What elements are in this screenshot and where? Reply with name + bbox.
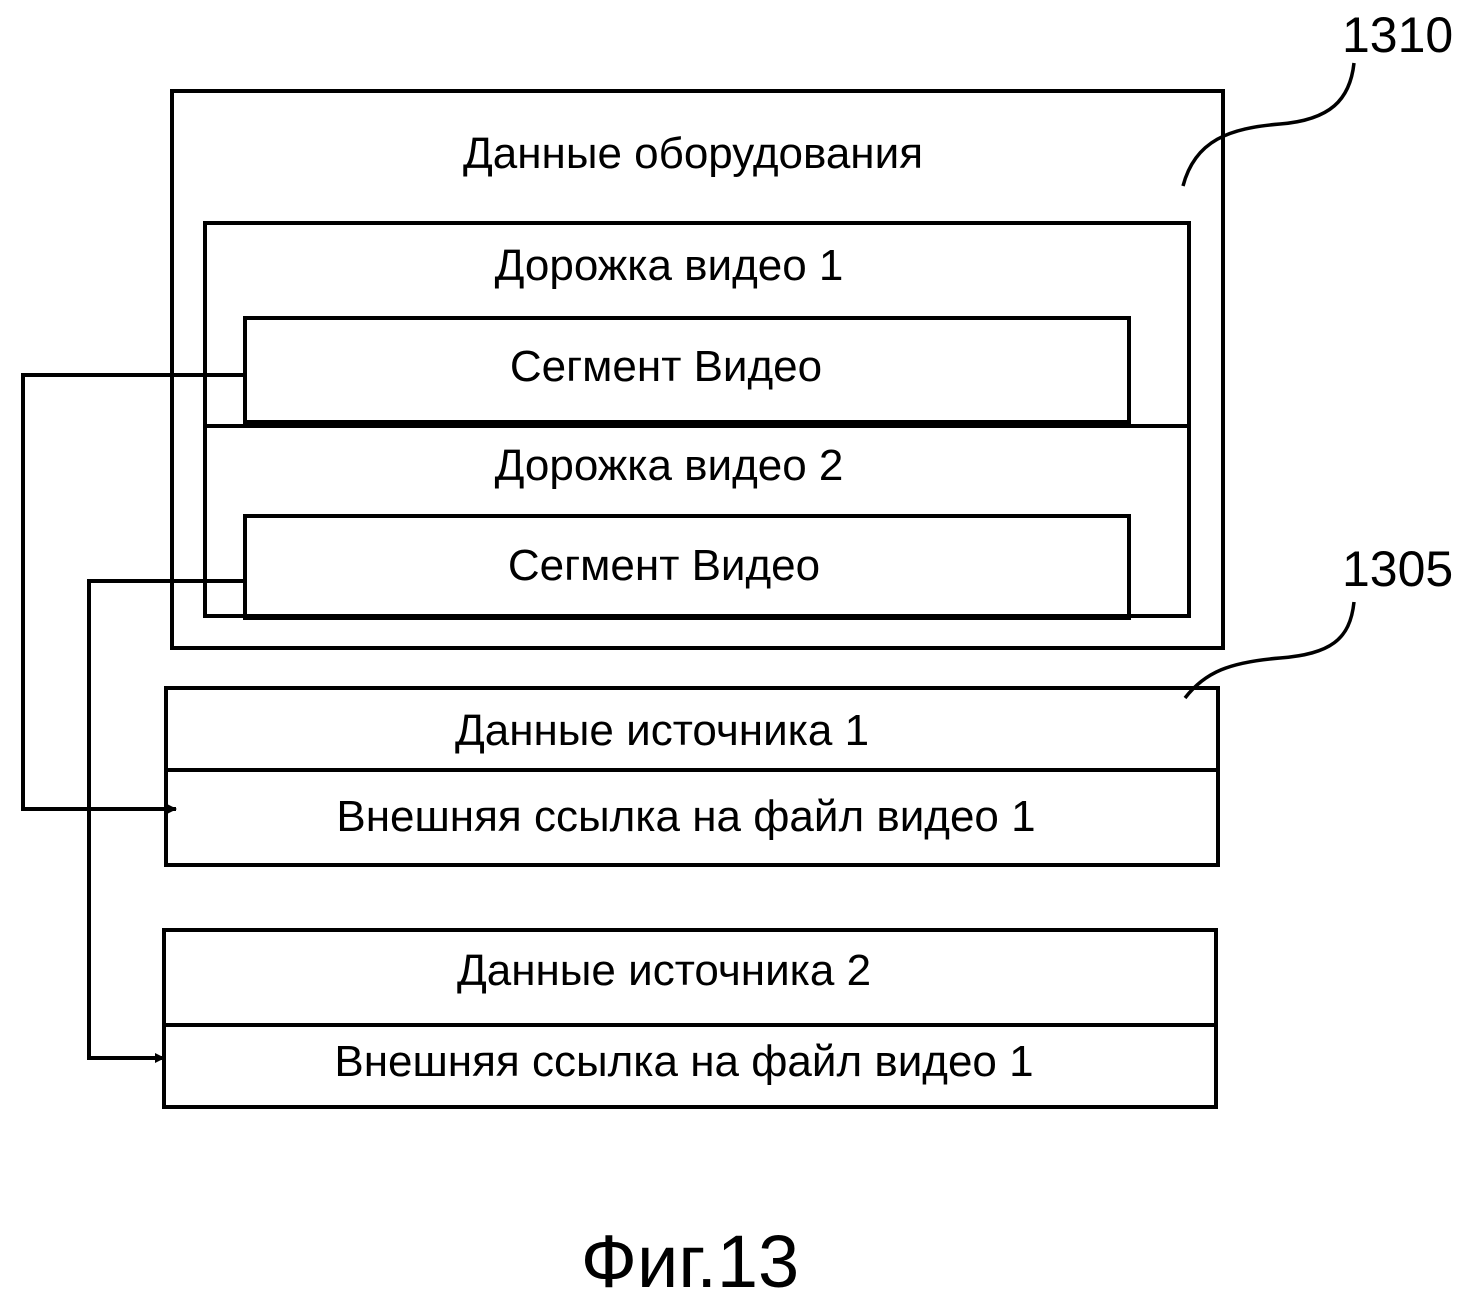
- source-data-1-title: Данные источника 1: [455, 706, 869, 755]
- video-track-2-title: Дорожка видео 2: [495, 441, 844, 490]
- video-track-1: Дорожка видео 1 Сегмент Видео: [203, 221, 1191, 428]
- source-data-1-link: Внешняя ссылка на файл видео 1: [336, 792, 1035, 841]
- video-segment-1: [243, 316, 1131, 424]
- reference-leader-1310: [1181, 62, 1356, 187]
- video-segment-2-label: Сегмент Видео: [508, 541, 820, 590]
- video-segment-2: [243, 514, 1131, 620]
- source-data-1: Данные источника 1 Внешняя ссылка на фай…: [164, 686, 1220, 867]
- connector-arrow-1: [21, 373, 245, 814]
- source-data-1-border: [164, 686, 1220, 867]
- video-track-1-title: Дорожка видео 1: [495, 241, 844, 290]
- reference-label-1310: 1310: [1342, 7, 1453, 63]
- source-data-2-link: Внешняя ссылка на файл видео 1: [334, 1037, 1033, 1086]
- hardware-data-box: Данные оборудования: [170, 89, 1225, 650]
- hardware-data-title: Данные оборудования: [463, 129, 923, 178]
- video-track-2: Дорожка видео 2 Сегмент Видео: [203, 424, 1191, 620]
- hardware-data-border: [170, 89, 1225, 650]
- source-data-2: Данные источника 2 Внешняя ссылка на фай…: [162, 928, 1218, 1109]
- figure-caption: Фиг.13: [581, 1220, 799, 1303]
- connector-arrow-2: [87, 579, 245, 1063]
- source-data-2-border: [162, 928, 1218, 1109]
- source-data-2-title: Данные источника 2: [457, 946, 871, 995]
- reference-leader-1305: [1183, 601, 1356, 700]
- reference-label-1305: 1305: [1342, 541, 1453, 597]
- video-segment-1-label: Сегмент Видео: [510, 342, 822, 391]
